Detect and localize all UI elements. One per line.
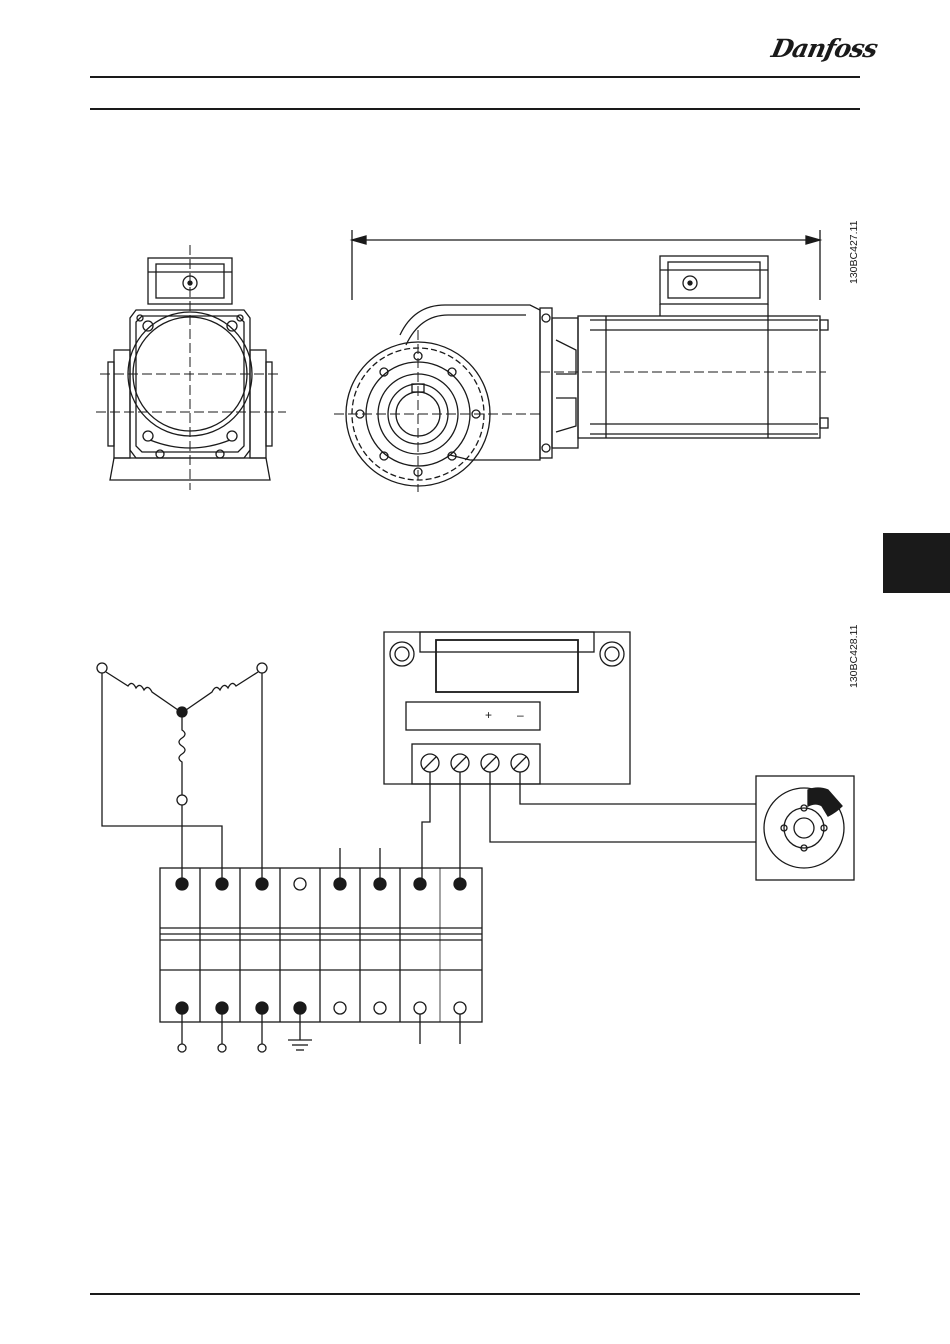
brake-disc-icon <box>756 776 854 880</box>
motor-winding-star-icon <box>97 663 267 878</box>
rectifier-plus-label: + <box>485 708 492 722</box>
rectifier-minus-label: – <box>517 708 524 722</box>
ground-icon <box>288 1014 312 1050</box>
footer-rule <box>90 1293 860 1295</box>
terminal-block-icon <box>160 848 482 1052</box>
dimension-arrow-icon <box>352 230 820 300</box>
brake-rectifier-icon <box>384 632 756 878</box>
